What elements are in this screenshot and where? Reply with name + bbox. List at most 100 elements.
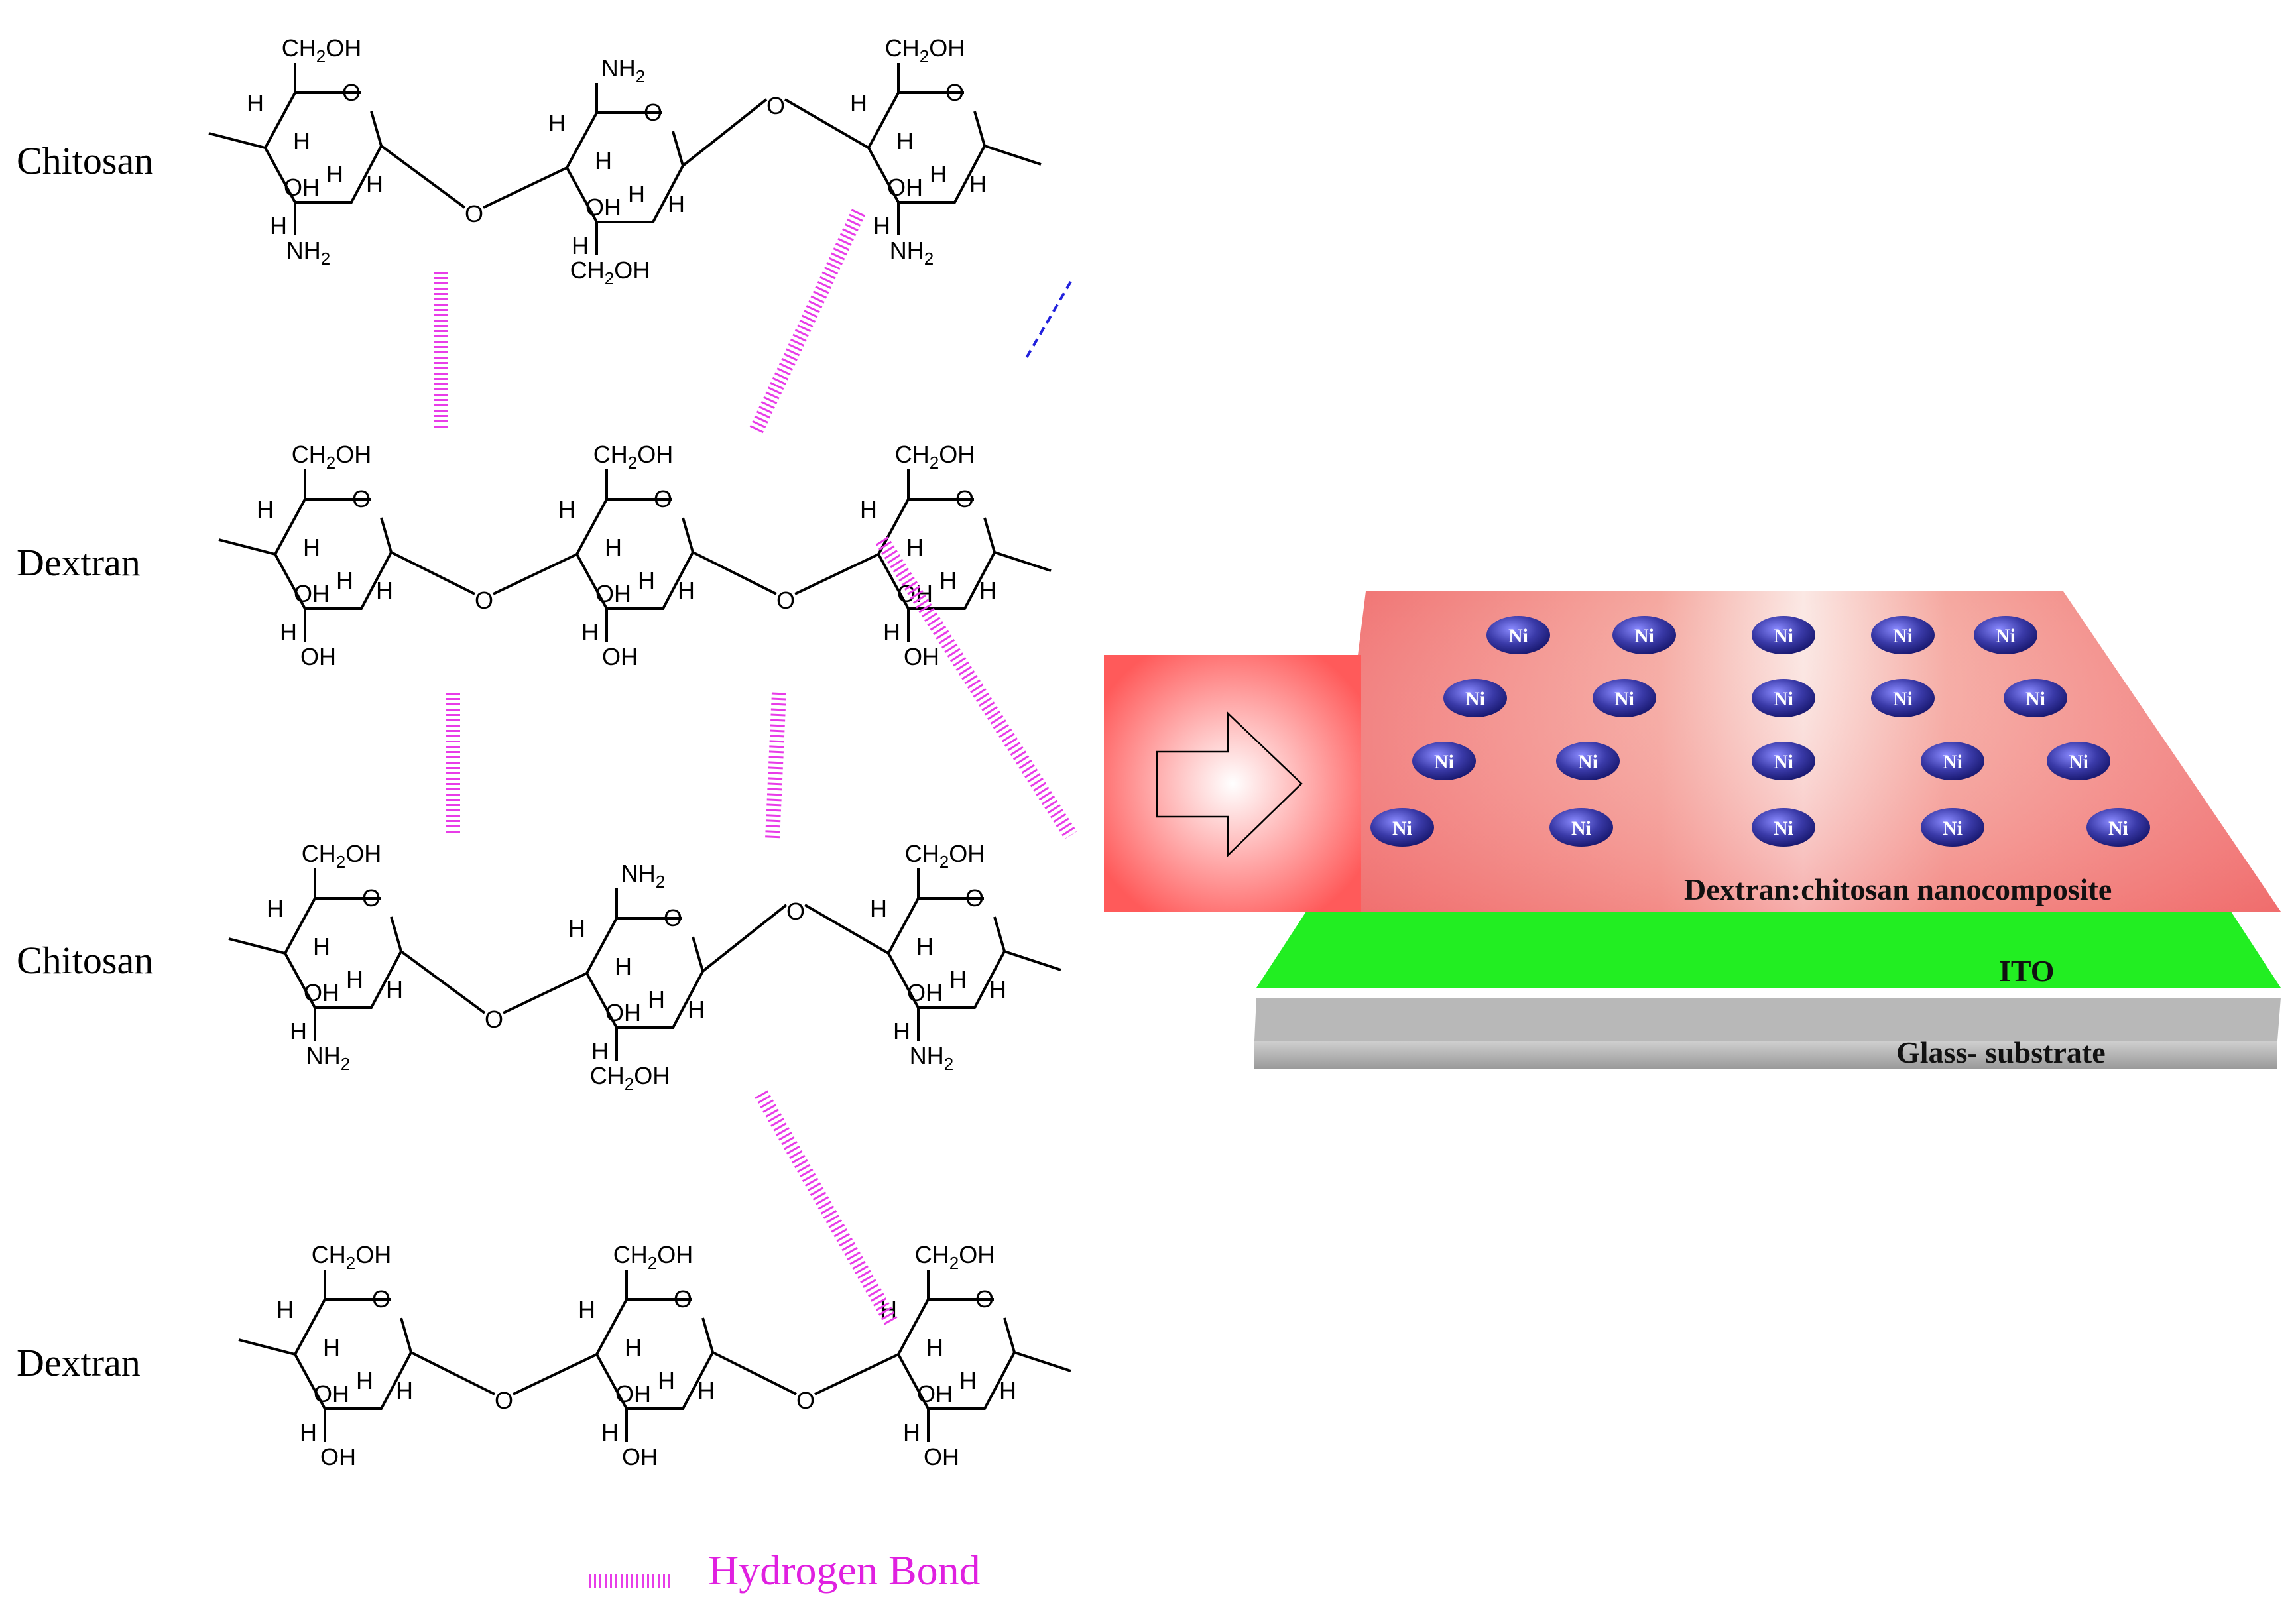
hydrogen-atom: H bbox=[615, 953, 632, 980]
glycosidic-oxygen: O bbox=[786, 898, 805, 925]
hydrogen-atom: H bbox=[638, 567, 655, 594]
substituent-top: CH2OH bbox=[593, 441, 673, 473]
substituent-top: NH2 bbox=[621, 860, 665, 892]
hydrogen-bond-line bbox=[875, 536, 1077, 839]
ito-layer bbox=[1256, 912, 2281, 988]
nickel-particle: Ni bbox=[1752, 679, 1815, 717]
glycosidic-oxygen: O bbox=[776, 587, 795, 614]
nickel-particle: Ni bbox=[1752, 616, 1815, 654]
hydrogen-atom: H bbox=[572, 232, 589, 259]
nickel-label: Ni bbox=[1508, 625, 1528, 647]
nickel-label: Ni bbox=[1634, 625, 1654, 647]
ring-oxygen: O bbox=[372, 1285, 391, 1313]
glycosidic-oxygen: O bbox=[485, 1006, 503, 1033]
hydrogen-atom: H bbox=[591, 1038, 609, 1065]
glass-substrate-layer bbox=[1254, 1041, 2277, 1069]
nickel-particle: Ni bbox=[1752, 742, 1815, 780]
hydrogen-atom: H bbox=[376, 577, 393, 604]
hydrogen-atom: H bbox=[323, 1334, 340, 1361]
hydrogen-bond-line bbox=[749, 209, 865, 434]
hydroxyl-group: OH bbox=[907, 979, 943, 1006]
row-label-dextran-1: Dextran bbox=[17, 541, 141, 584]
hydrogen-atom: H bbox=[860, 496, 877, 523]
hydrogen-atom: H bbox=[581, 619, 599, 646]
substituent-top: CH2OH bbox=[312, 1241, 391, 1273]
hydrogen-atom: H bbox=[386, 976, 403, 1003]
hydrogen-atom: H bbox=[628, 180, 645, 208]
nickel-label: Ni bbox=[1774, 688, 1793, 710]
glycosidic-oxygen: O bbox=[475, 587, 493, 614]
hydrogen-atom: H bbox=[303, 534, 320, 561]
hydrogen-atom: H bbox=[548, 109, 566, 137]
hydrogen-atom: H bbox=[668, 190, 685, 217]
polymer-chains: OCH2OHNH2OHHHHHHONH2CH2OHOHHHHHHOCH2OHNH… bbox=[208, 34, 1071, 1470]
substituent-top: CH2OH bbox=[282, 34, 361, 66]
hydroxyl-group: OH bbox=[615, 1380, 651, 1407]
hydrogen-atom: H bbox=[893, 1018, 910, 1045]
hydrogen-atom: H bbox=[850, 89, 867, 117]
nickel-particle: Ni bbox=[1549, 808, 1613, 847]
hydrogen-atom: H bbox=[697, 1377, 715, 1404]
nickel-particle: Ni bbox=[2086, 808, 2150, 847]
hydrogen-atom: H bbox=[903, 1419, 920, 1446]
hydroxyl-group: OH bbox=[284, 174, 320, 201]
hydrogen-atom: H bbox=[578, 1296, 595, 1323]
ring-oxygen: O bbox=[674, 1285, 692, 1313]
hydrogen-atom: H bbox=[558, 496, 575, 523]
substituent-top: CH2OH bbox=[915, 1241, 995, 1273]
hydrogen-atom: H bbox=[658, 1367, 675, 1394]
hydrogen-atom: H bbox=[883, 619, 900, 646]
chain-chitosan-2: OCH2OHNH2OHHHHHHONH2CH2OHOHHHHHHOCH2OHNH… bbox=[228, 840, 1061, 1094]
ito-label: ITO bbox=[1999, 954, 2055, 988]
nickel-particle: Ni bbox=[1921, 742, 1984, 780]
hydrogen-atom: H bbox=[678, 577, 695, 604]
partial-bond-line bbox=[1023, 280, 1072, 363]
glycosidic-links: OO bbox=[208, 92, 1042, 227]
substituent-bottom: OH bbox=[924, 1443, 959, 1470]
nickel-label: Ni bbox=[1392, 817, 1412, 839]
hydroxyl-group: OH bbox=[605, 999, 641, 1026]
nickel-particle: Ni bbox=[2047, 742, 2110, 780]
nickel-label: Ni bbox=[1943, 751, 1963, 773]
nickel-particle: Ni bbox=[2004, 679, 2067, 717]
nickel-particle: Ni bbox=[1412, 742, 1476, 780]
nickel-particle: Ni bbox=[1974, 616, 2037, 654]
hydrogen-atom: H bbox=[625, 1334, 642, 1361]
hydrogen-atom: H bbox=[930, 160, 947, 188]
nickel-label: Ni bbox=[1578, 751, 1598, 773]
hydroxyl-group: OH bbox=[887, 174, 923, 201]
nickel-label: Ni bbox=[1774, 817, 1793, 839]
hydrogen-atom: H bbox=[280, 619, 297, 646]
glass-substrate-top bbox=[1254, 998, 2281, 1041]
nanocomposite-label: Dextran:chitosan nanocomposite bbox=[1684, 872, 2112, 906]
chain-chitosan-1: OCH2OHNH2OHHHHHHONH2CH2OHOHHHHHHOCH2OHNH… bbox=[208, 34, 1042, 288]
substituent-top: CH2OH bbox=[292, 441, 371, 473]
hydrogen-atom: H bbox=[366, 170, 383, 198]
hydrogen-atom: H bbox=[247, 89, 264, 117]
substituent-top: CH2OH bbox=[895, 441, 975, 473]
ring-oxygen: O bbox=[654, 485, 672, 512]
hydrogen-atom: H bbox=[873, 212, 890, 239]
glycosidic-oxygen: O bbox=[796, 1387, 815, 1414]
nickel-particle: Ni bbox=[1871, 616, 1935, 654]
substituent-top: CH2OH bbox=[613, 1241, 693, 1273]
chain-dextran-1: OCH2OHOHOHHHHHHOCH2OHOHOHHHHHHOCH2OHOHOH… bbox=[218, 441, 1052, 670]
glycosidic-links: OO bbox=[228, 898, 1061, 1033]
ring-oxygen: O bbox=[955, 485, 974, 512]
hydrogen-bond-line bbox=[765, 692, 786, 839]
row-label-chitosan-1: Chitosan bbox=[17, 139, 153, 182]
hydrogen-atom: H bbox=[969, 170, 987, 198]
substituent-top: CH2OH bbox=[905, 840, 985, 872]
substituent-bottom: OH bbox=[602, 643, 638, 670]
